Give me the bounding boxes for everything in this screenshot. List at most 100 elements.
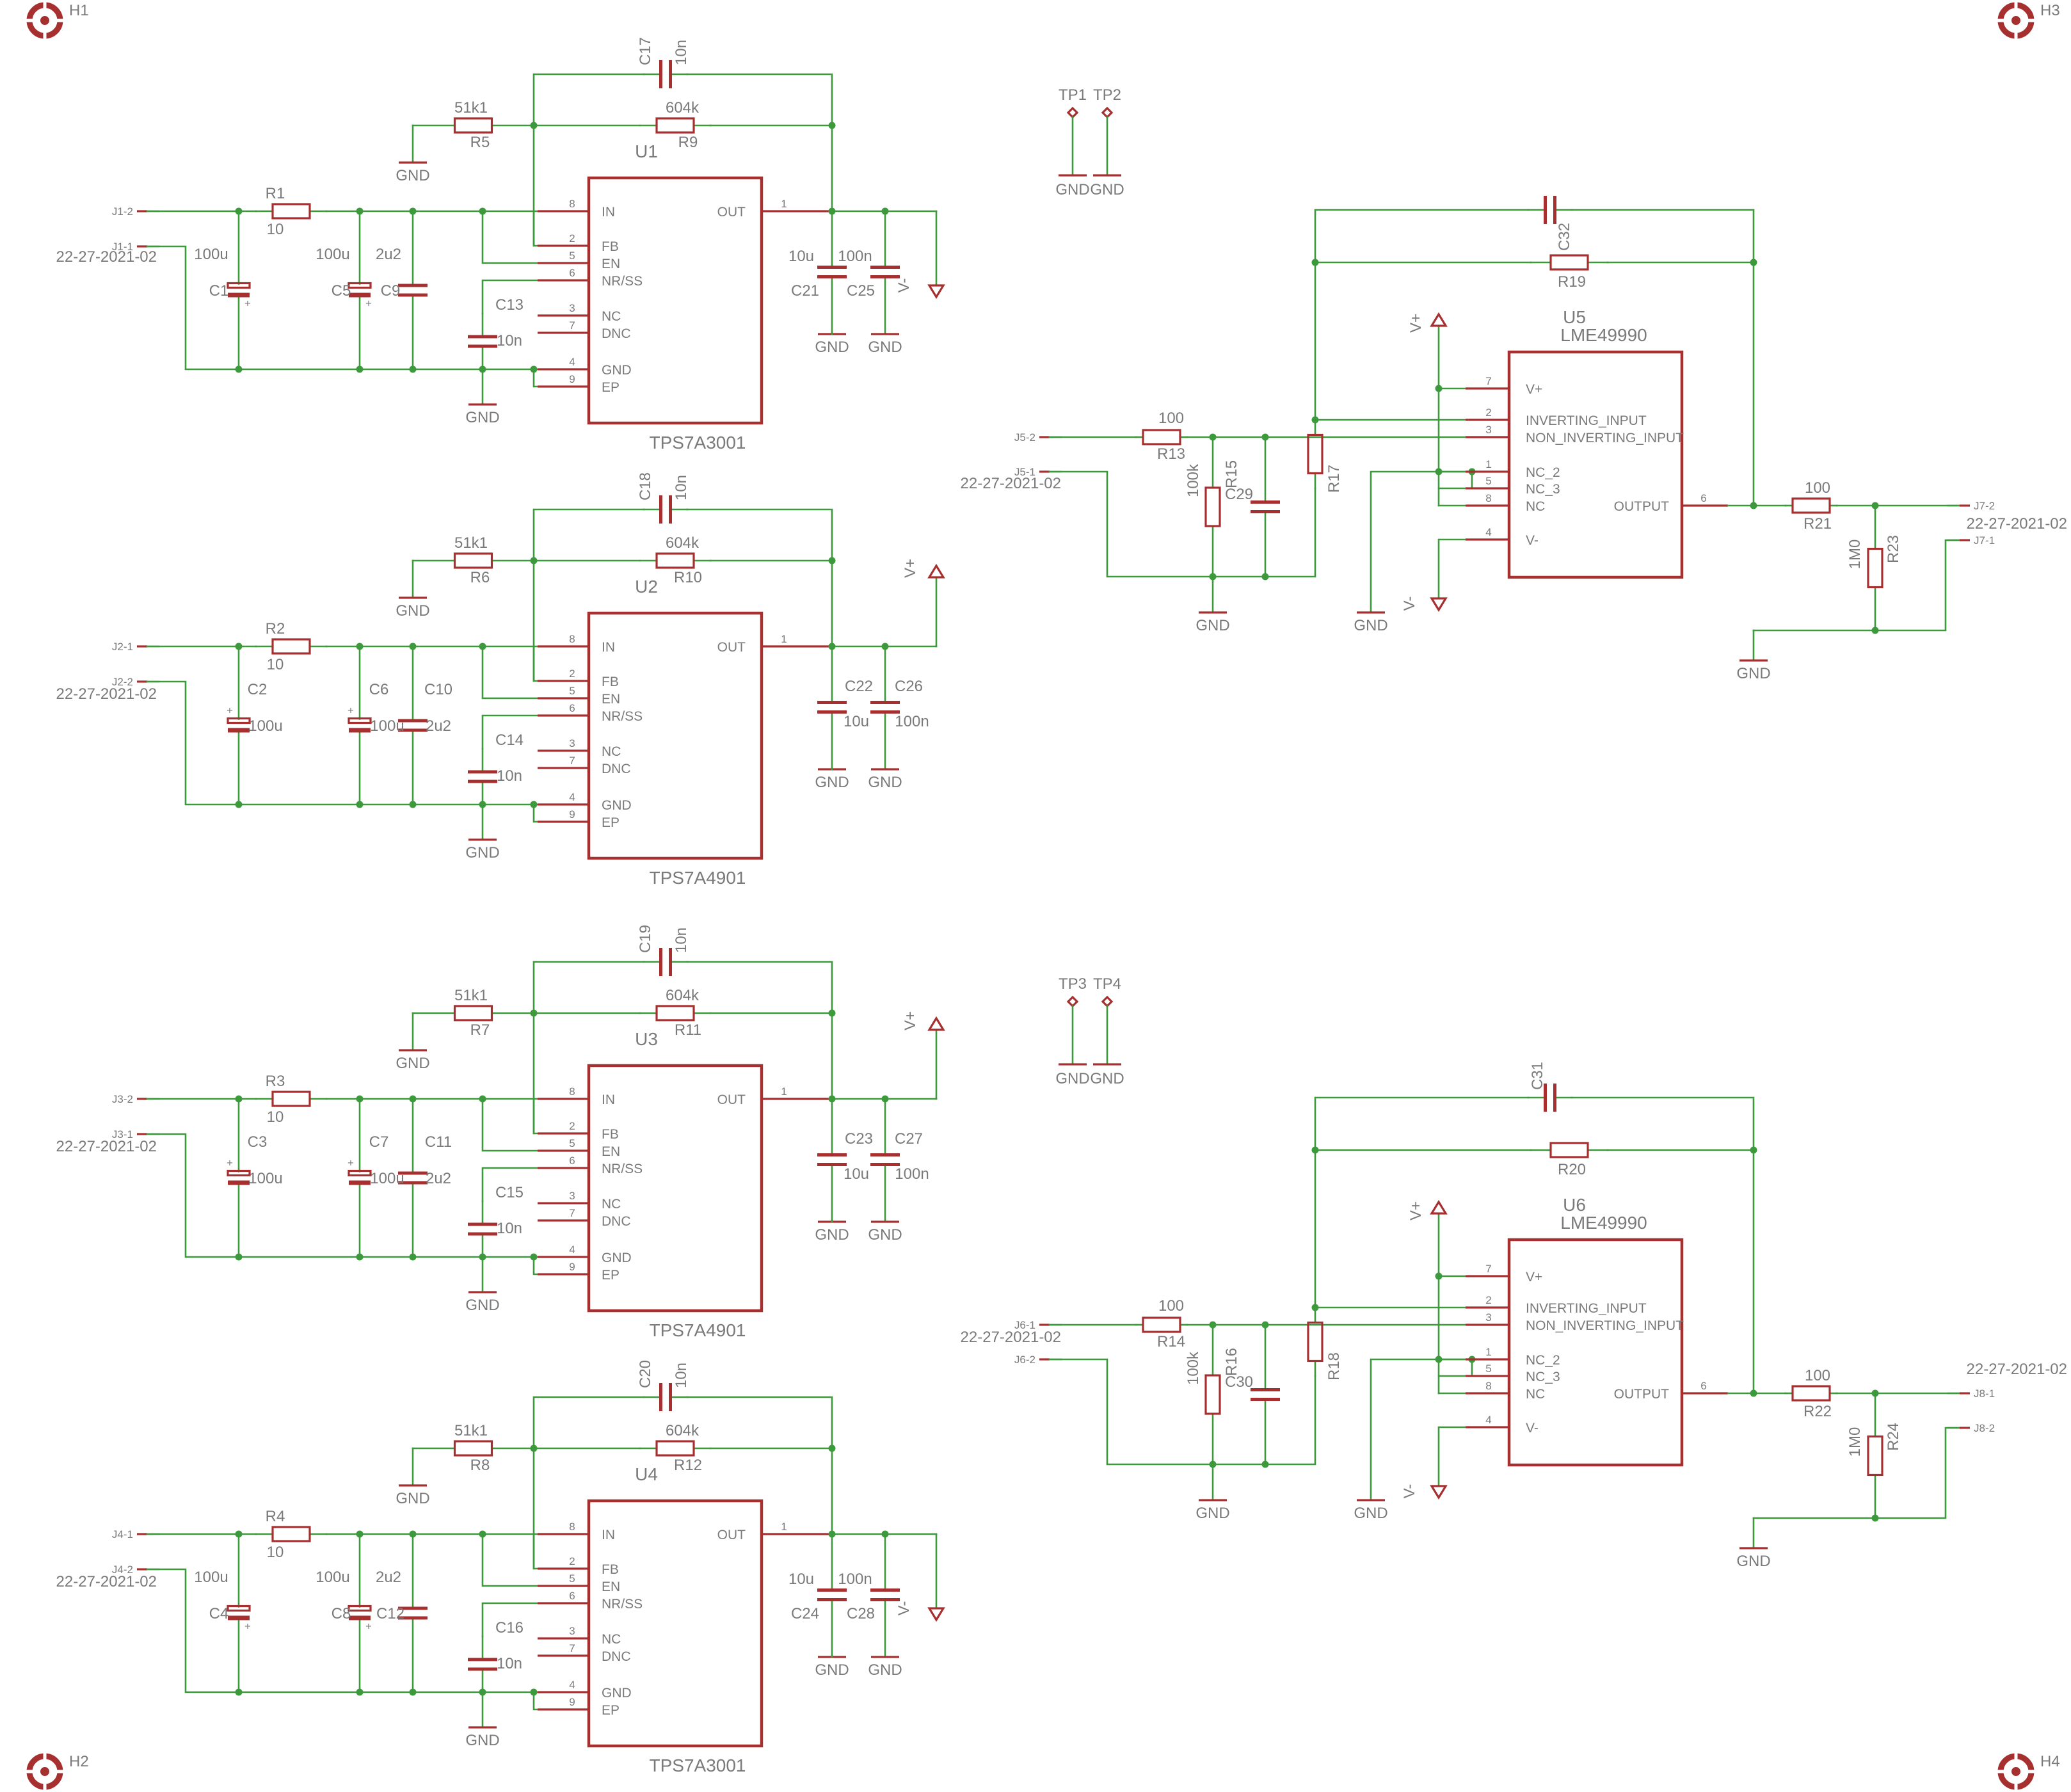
pin-number: 7 — [569, 1207, 575, 1219]
opamp-ic — [1507, 1238, 1684, 1467]
capacitor-plate — [659, 495, 662, 524]
capacitor-plate — [227, 717, 251, 724]
c-out2-value: 100n — [895, 1165, 929, 1183]
r-in-value: 100 — [1158, 410, 1184, 427]
junction-dot — [409, 365, 417, 373]
capacitor-plate — [398, 1606, 428, 1610]
output-ground-connector: J7-1 — [1974, 534, 1995, 547]
capacitor-plate — [348, 282, 372, 289]
resistor-body — [655, 117, 695, 134]
junction-dot — [356, 801, 364, 808]
capacitor-plate — [398, 1616, 428, 1620]
junction-dot — [356, 1253, 364, 1261]
input-connector: J2-1 — [112, 641, 133, 653]
input-connector: J5-2 — [1014, 431, 1036, 444]
gnd-label: GND — [465, 844, 499, 861]
capacitor-plate — [1251, 510, 1280, 513]
input-connector: J1-2 — [112, 205, 133, 218]
capacitor-plate — [1553, 1084, 1556, 1112]
junction-dot — [235, 1530, 243, 1538]
gnd-label: GND — [1055, 1070, 1089, 1087]
r-sh-ref: R15 — [1223, 460, 1240, 488]
c-in2-value: 100u — [316, 1569, 349, 1586]
pin-name: FB — [602, 1127, 619, 1142]
c-in3-value: 2u2 — [426, 717, 451, 735]
r-fb-ref: R11 — [675, 1021, 701, 1039]
wire — [1571, 209, 1755, 507]
r-sh-ref: R16 — [1223, 1348, 1240, 1376]
r-in-ref: R2 — [266, 620, 285, 637]
resistor-body — [1549, 254, 1589, 271]
ic-ref: U6 — [1563, 1195, 1586, 1215]
r-fb-ref: R19 — [1558, 273, 1586, 291]
junction-dot — [356, 365, 364, 373]
capacitor-plate — [468, 344, 497, 348]
r-gnd-ref: R8 — [470, 1457, 490, 1474]
hole-label: H3 — [2040, 2, 2060, 19]
pin-number: 5 — [569, 685, 575, 697]
resistor-body — [1867, 547, 1883, 589]
c-in1-value: 100u — [194, 246, 228, 263]
pin-number: 3 — [569, 302, 575, 314]
c-out2-value: 100n — [895, 713, 929, 730]
polarity-mark: + — [227, 705, 233, 717]
pin-number: 6 — [1700, 492, 1706, 504]
capacitor-plate — [870, 1163, 900, 1166]
resistor-body — [453, 1440, 493, 1457]
pin-number: 3 — [569, 1625, 575, 1637]
wire — [532, 368, 590, 388]
c-fb-ref: C31 — [1529, 1062, 1546, 1090]
c-in2-value: 100u — [316, 246, 349, 263]
c-in2-ref: C5 — [332, 282, 351, 300]
gnd-label: GND — [815, 339, 849, 356]
pin-name: FB — [602, 239, 619, 254]
hole-label: H4 — [2040, 1753, 2060, 1770]
rail-label: V+ — [1407, 314, 1425, 333]
hole-center — [2011, 1767, 2020, 1776]
pin-number: 3 — [569, 1190, 575, 1202]
capacitor-plate — [398, 719, 428, 723]
ic-ref: U3 — [635, 1029, 658, 1049]
pin-name: V- — [1526, 1421, 1539, 1436]
pin-number: 7 — [569, 755, 575, 767]
r-gnd-value: 51k1 — [454, 99, 488, 116]
pin-number: 7 — [569, 319, 575, 332]
r-fb-ref: R12 — [674, 1457, 702, 1474]
r-out-ref: R21 — [1803, 515, 1832, 532]
pin-name: EP — [602, 815, 620, 830]
pin-name: DNC — [602, 762, 631, 776]
capacitor-plate — [870, 275, 900, 278]
capacitor-plate — [348, 1169, 372, 1177]
gnd-label: GND — [1354, 617, 1387, 634]
pin-number: 3 — [569, 737, 575, 749]
pin-number: 1 — [1485, 1346, 1491, 1358]
pin-number: 3 — [1485, 424, 1491, 436]
polarity-mark: + — [365, 1620, 372, 1633]
output-connector: J8-1 — [1974, 1388, 1995, 1400]
hole-label: H1 — [69, 2, 89, 19]
pin-name: EN — [602, 257, 620, 271]
hole-label: H2 — [69, 1753, 89, 1770]
c-sh-ref: C29 — [1225, 486, 1253, 503]
resistor-body — [453, 552, 493, 569]
capacitor-plate — [227, 1604, 251, 1612]
resistor-body — [1142, 429, 1181, 445]
pin-name: DNC — [602, 1649, 631, 1664]
wire — [532, 961, 645, 1135]
junction-dot — [1311, 1146, 1319, 1154]
pin-name: OUT — [717, 1528, 746, 1542]
pin-number: 4 — [1485, 526, 1491, 538]
capacitor-plate — [817, 701, 847, 704]
pin-number: 1 — [781, 1521, 787, 1533]
c-in1-value: 100u — [194, 1569, 228, 1586]
capacitor-plate — [870, 701, 900, 704]
gnd-label: GND — [465, 1732, 499, 1749]
wire — [686, 508, 833, 648]
pin-name: EP — [602, 380, 620, 395]
pin-name: FB — [602, 1562, 619, 1577]
resistor-body — [1204, 486, 1221, 527]
supply-arrow-down-icon — [927, 1607, 945, 1622]
